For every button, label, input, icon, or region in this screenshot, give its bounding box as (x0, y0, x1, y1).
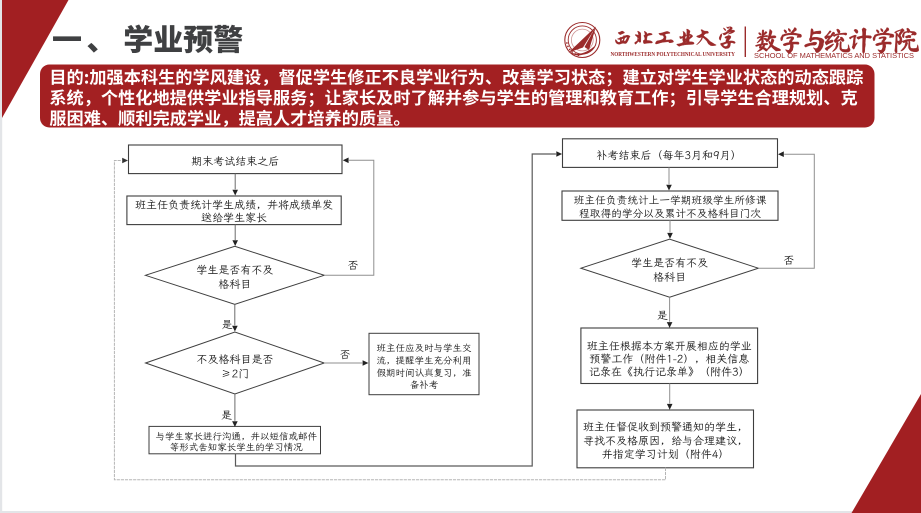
svg-text:NORTHWESTERN POLYTECHNICAL UNI: NORTHWESTERN POLYTECHNICAL UNIVERSITY (611, 51, 736, 58)
svg-text:SCHOOL OF MATHEMATICS AND STAT: SCHOOL OF MATHEMATICS AND STATISTICS (754, 51, 914, 60)
